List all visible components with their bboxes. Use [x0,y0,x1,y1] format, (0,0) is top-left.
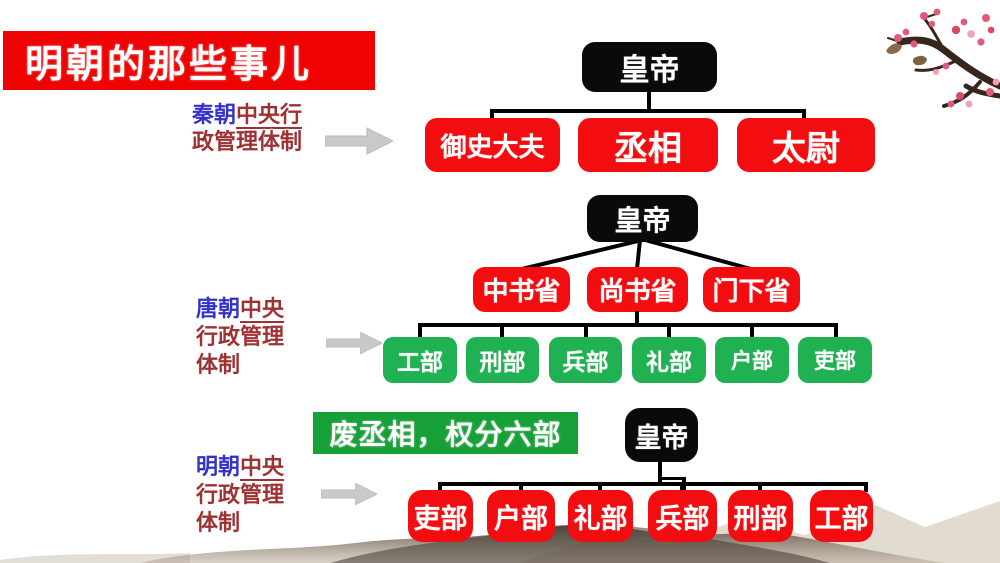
qin-connector-stem [647,90,651,111]
tang-dynasty-text: 唐朝 [196,296,241,321]
ming-ministry-justice: 刑部 [728,490,793,542]
ming-label-rest: 中央 [240,454,285,481]
tang-label-line2: 行政管理 [196,324,285,349]
tang-label-rest: 中央 [240,296,285,323]
ming-label-line2: 行政管理 [196,482,285,507]
tang-ministry-justice: 刑部 [466,337,539,383]
ming-right-arrow-icon [321,482,377,506]
qin-connector-drop-left [490,109,494,121]
ming-label-line1: 明朝中央 [196,453,285,481]
tang-connector-drop-1 [418,323,422,338]
ming-ministry-works: 工部 [810,490,873,542]
ming-connector-drop-3 [598,482,602,492]
ming-connector-drop-5 [758,482,762,492]
tang-node-shangshu: 尚书省 [587,267,688,312]
tang-node-emperor: 皇帝 [587,195,698,242]
ming-label-line3: 体制 [196,510,241,535]
qin-dynasty-text: 秦朝 [192,102,237,127]
tang-connector-stem [635,311,639,325]
ming-connector-rail [438,482,868,486]
tang-right-arrow-icon [326,331,382,355]
ming-connector-drop-4 [680,482,684,492]
tang-connector-drop-5 [750,323,754,338]
qin-node-censor: 御史大夫 [425,118,560,172]
slide-title-text: 明朝的那些事儿 [25,44,313,86]
ming-node-emperor: 皇帝 [625,408,698,462]
tang-connector-drop-6 [834,323,838,338]
tang-label-line1: 唐朝中央 [196,295,285,323]
tang-node-zhongshu: 中书省 [473,267,570,312]
ming-reform-banner: 废丞相，权分六部 [313,412,578,454]
ming-connector-stem [658,460,662,482]
ming-connector-drop-2 [519,482,523,492]
qin-label-line2: 政管理体制 [192,129,303,154]
slide-title: 明朝的那些事儿 [3,31,375,90]
tang-connector-drop-4 [667,323,671,338]
tang-connector-drop-3 [584,323,588,338]
ming-ministry-revenue: 户部 [487,490,555,542]
qin-section-label: 秦朝中央行 政管理体制 [192,101,303,155]
qin-node-chancellor: 丞相 [578,118,718,172]
qin-label-rest: 中央行 [236,102,303,129]
tang-ministry-works: 工部 [383,337,457,383]
ming-ministry-rites: 礼部 [568,490,633,542]
tang-node-menxia: 门下省 [703,267,800,312]
ming-section-label: 明朝中央 行政管理 体制 [196,453,285,537]
qin-connector-drop-right [802,109,806,121]
ming-ministry-personnel: 吏部 [408,490,473,542]
qin-node-emperor: 皇帝 [582,42,717,92]
qin-node-grand-commandant: 太尉 [737,118,875,172]
ming-dynasty-text: 明朝 [196,454,241,479]
tang-ministry-revenue: 户部 [715,337,789,383]
ming-ministry-war: 兵部 [648,490,717,542]
tang-ministry-rites: 礼部 [632,337,706,383]
tang-label-line3: 体制 [196,352,241,377]
tang-connector-drop-2 [500,323,504,338]
tang-ministry-war: 兵部 [549,337,622,383]
tang-ministry-personnel: 吏部 [798,337,872,383]
ming-connector-drop-1 [438,482,442,492]
qin-label-line1: 秦朝中央行 [192,101,303,129]
tang-section-label: 唐朝中央 行政管理 体制 [196,295,285,379]
tang-connector-rail [418,323,838,327]
qin-connector-rail [490,109,806,113]
qin-right-arrow-icon [325,127,393,155]
ming-connector-stub [658,477,686,480]
ming-connector-drop-6 [864,482,868,492]
